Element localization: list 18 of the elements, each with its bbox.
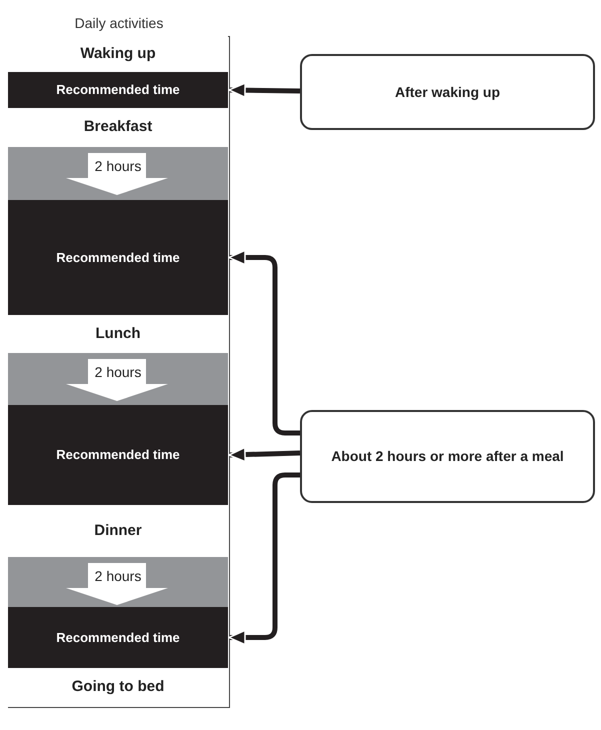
time-band: Recommended time [8, 200, 228, 315]
activity-band: Waking up [8, 36, 228, 72]
interval-label: 2 hours [94, 567, 142, 585]
arrow [228, 82, 300, 98]
interval-band [8, 353, 228, 405]
interval-band [8, 557, 228, 607]
time-band: Recommended time [8, 72, 228, 108]
arrow [228, 446, 300, 462]
interval-label: 2 hours [94, 363, 142, 381]
callout-box: After waking up [300, 54, 595, 130]
interval-band [8, 147, 228, 200]
time-band: Recommended time [8, 405, 228, 505]
callout-box: About 2 hours or more after a meal [300, 410, 595, 503]
arrow [228, 472, 300, 646]
time-band: Recommended time [8, 607, 228, 668]
arrow [228, 250, 300, 436]
column-heading: Daily activities [74, 14, 164, 33]
interval-label: 2 hours [94, 157, 142, 175]
